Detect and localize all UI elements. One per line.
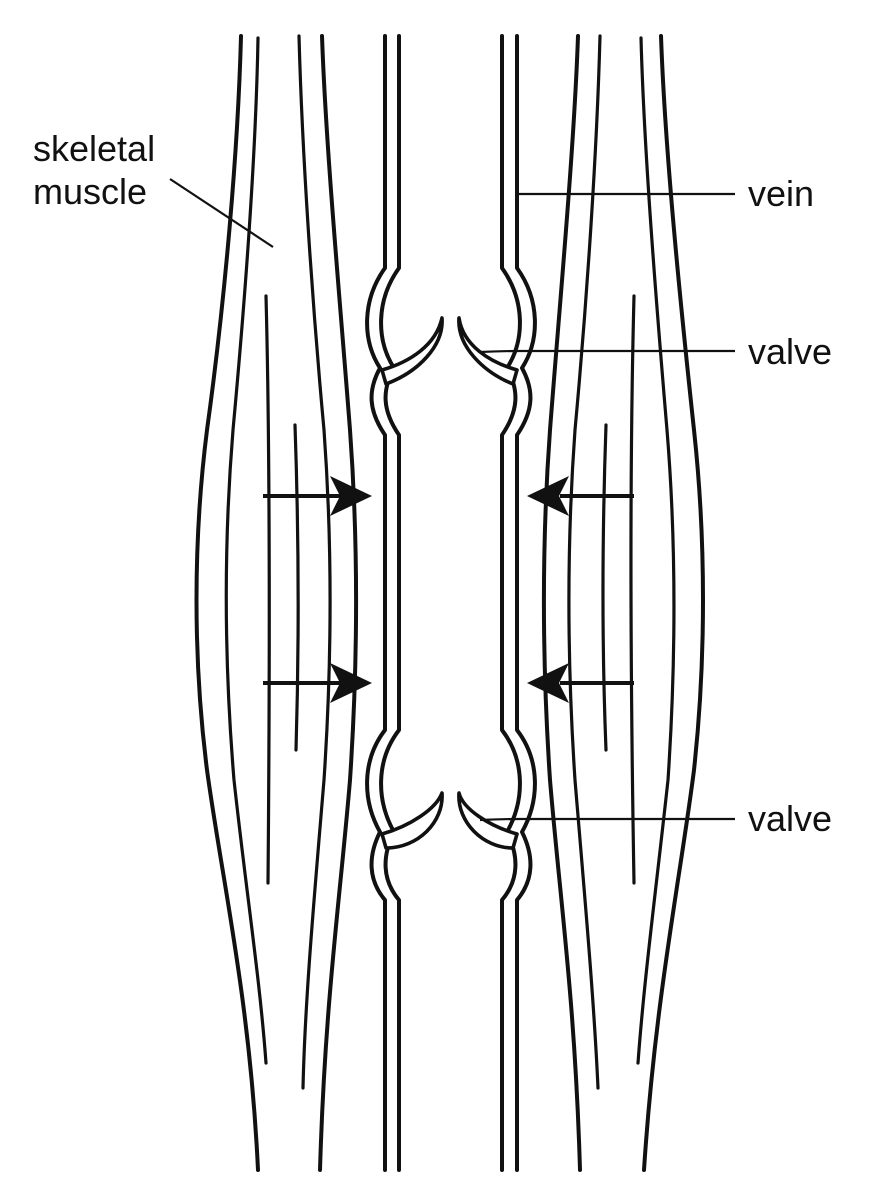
right-muscle-outer-edge [642,34,705,1172]
lower-valve-label: valve [748,798,832,839]
left-muscle-fibre-3 [297,34,332,1090]
left-muscle-outer-edge [194,34,260,1172]
lower-valve-left-flap [380,791,444,850]
upper-valve-leader-line [479,349,735,354]
vein-right-wall-outer [515,34,537,1172]
skeletal-muscle-label-line2: muscle [33,171,147,212]
vein-right-wall-inner [500,34,522,1172]
vein [365,34,537,1172]
right-skeletal-muscle [542,34,705,1172]
right-muscle-fibre-short-2 [601,423,608,752]
right-muscle-inner-edge [542,34,582,1172]
lower-valve [380,791,519,850]
upper-valve-right-flap [457,316,519,386]
right-muscle-fibre-3 [567,34,602,1090]
left-muscle-inner-edge [318,34,358,1172]
vein-left-wall-inner [379,34,401,1172]
right-upper-arrow [527,476,634,516]
skeletal-muscle-leader-line [169,178,274,248]
right-lower-arrow [527,663,634,703]
left-muscle-fibre-short-1 [264,294,271,885]
vein-label: vein [748,173,814,214]
left-skeletal-muscle [194,34,358,1172]
right-muscle-fibre-short-1 [629,294,636,885]
lower-valve-leader-line [479,817,735,822]
upper-valve-left-flap [380,316,444,386]
left-muscle-fibre-2 [224,36,268,1065]
upper-valve-label: valve [748,331,832,372]
skeletal-muscle-label-line1: skeletal [33,128,155,169]
left-lower-arrow [263,663,372,703]
left-arrowhead-icon [527,663,569,703]
right-arrowhead-icon [330,663,372,703]
lower-valve-right-flap [457,791,519,850]
upper-valve [380,316,519,386]
right-muscle-fibre-2 [636,36,676,1065]
left-upper-arrow [263,476,372,516]
left-arrowhead-icon [527,476,569,516]
left-muscle-fibre-short-2 [293,423,300,752]
right-arrowhead-icon [330,476,372,516]
vein-left-wall-outer [365,34,387,1172]
